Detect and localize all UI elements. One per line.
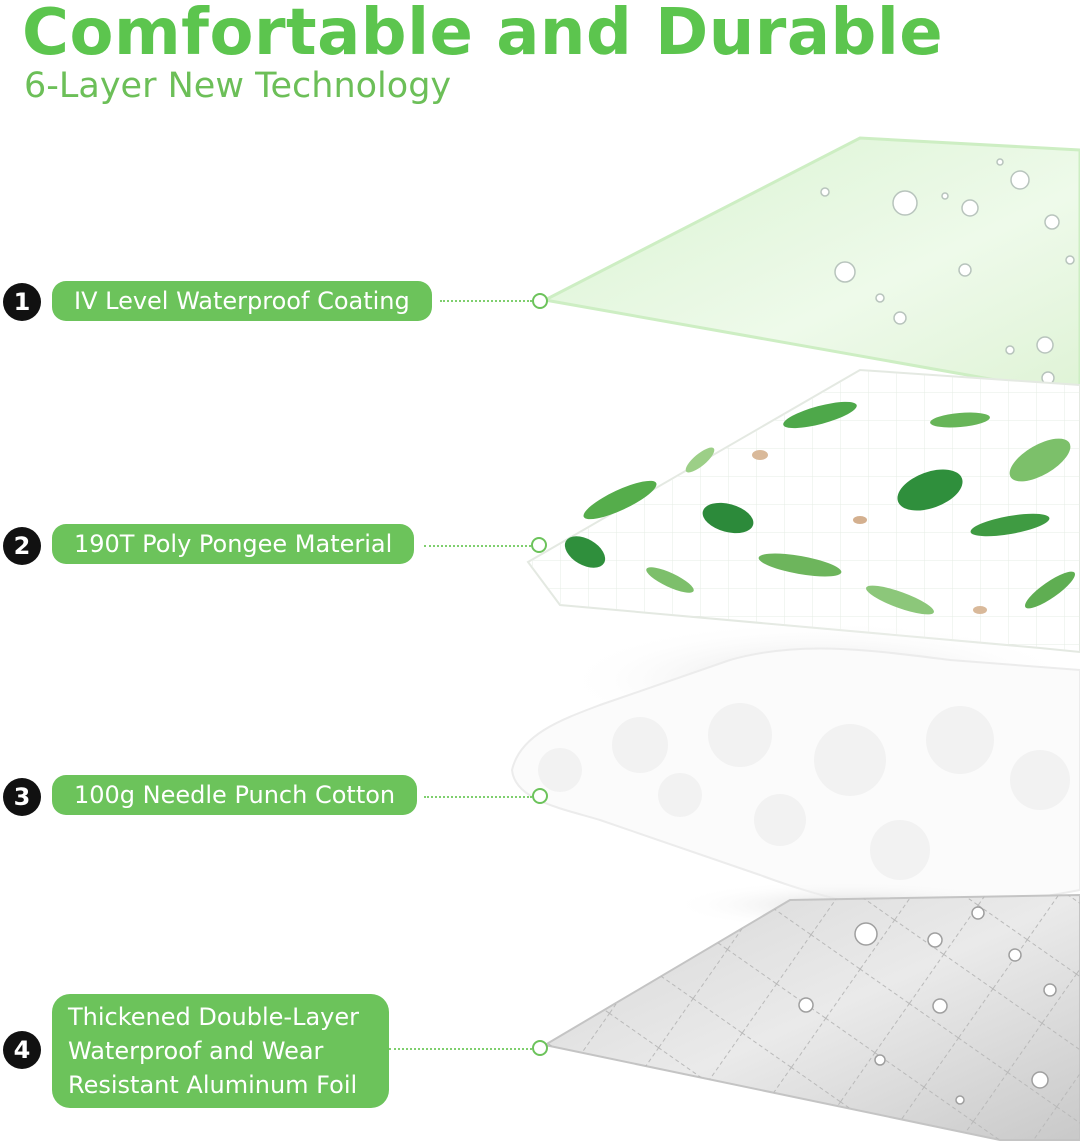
connector-line bbox=[440, 300, 532, 302]
layer-number-badge: 3 bbox=[3, 778, 41, 816]
layer-number-badge: 1 bbox=[3, 283, 41, 321]
water-drops bbox=[820, 158, 1075, 385]
layer-label-waterproof-coating: IV Level Waterproof Coating bbox=[52, 281, 432, 321]
connector-line bbox=[424, 545, 531, 547]
layer-number-badge: 4 bbox=[3, 1031, 41, 1069]
leaf-pattern bbox=[564, 401, 1075, 615]
connector-node bbox=[532, 788, 548, 804]
connector-node bbox=[532, 1040, 548, 1056]
aluminum-foil-layer bbox=[542, 880, 1080, 1141]
label-line: Resistant Aluminum Foil bbox=[68, 1071, 358, 1099]
connector-node bbox=[531, 537, 547, 553]
layer-label-needle-punch-cotton: 100g Needle Punch Cotton bbox=[52, 775, 418, 815]
cotton-layer bbox=[510, 620, 1080, 912]
cotton-fluff bbox=[538, 703, 1070, 880]
label-line: Thickened Double-Layer bbox=[68, 1003, 359, 1031]
connector-line bbox=[424, 796, 532, 798]
page-subtitle: 6-Layer New Technology bbox=[24, 66, 452, 106]
layer-label-aluminum-foil: Thickened Double-Layer Waterproof and We… bbox=[52, 994, 389, 1108]
layer-number-badge: 2 bbox=[3, 527, 41, 565]
page-title: Comfortable and Durable bbox=[22, 0, 944, 70]
foil-water-drops bbox=[798, 906, 1057, 1105]
pongee-floral-layer bbox=[526, 368, 1080, 654]
label-line: Waterproof and Wear bbox=[68, 1037, 324, 1065]
layer-label-pongee-material: 190T Poly Pongee Material bbox=[52, 524, 415, 564]
waterproof-coating-layer bbox=[540, 136, 1080, 397]
connector-node bbox=[532, 293, 548, 309]
connector-line bbox=[389, 1048, 532, 1050]
